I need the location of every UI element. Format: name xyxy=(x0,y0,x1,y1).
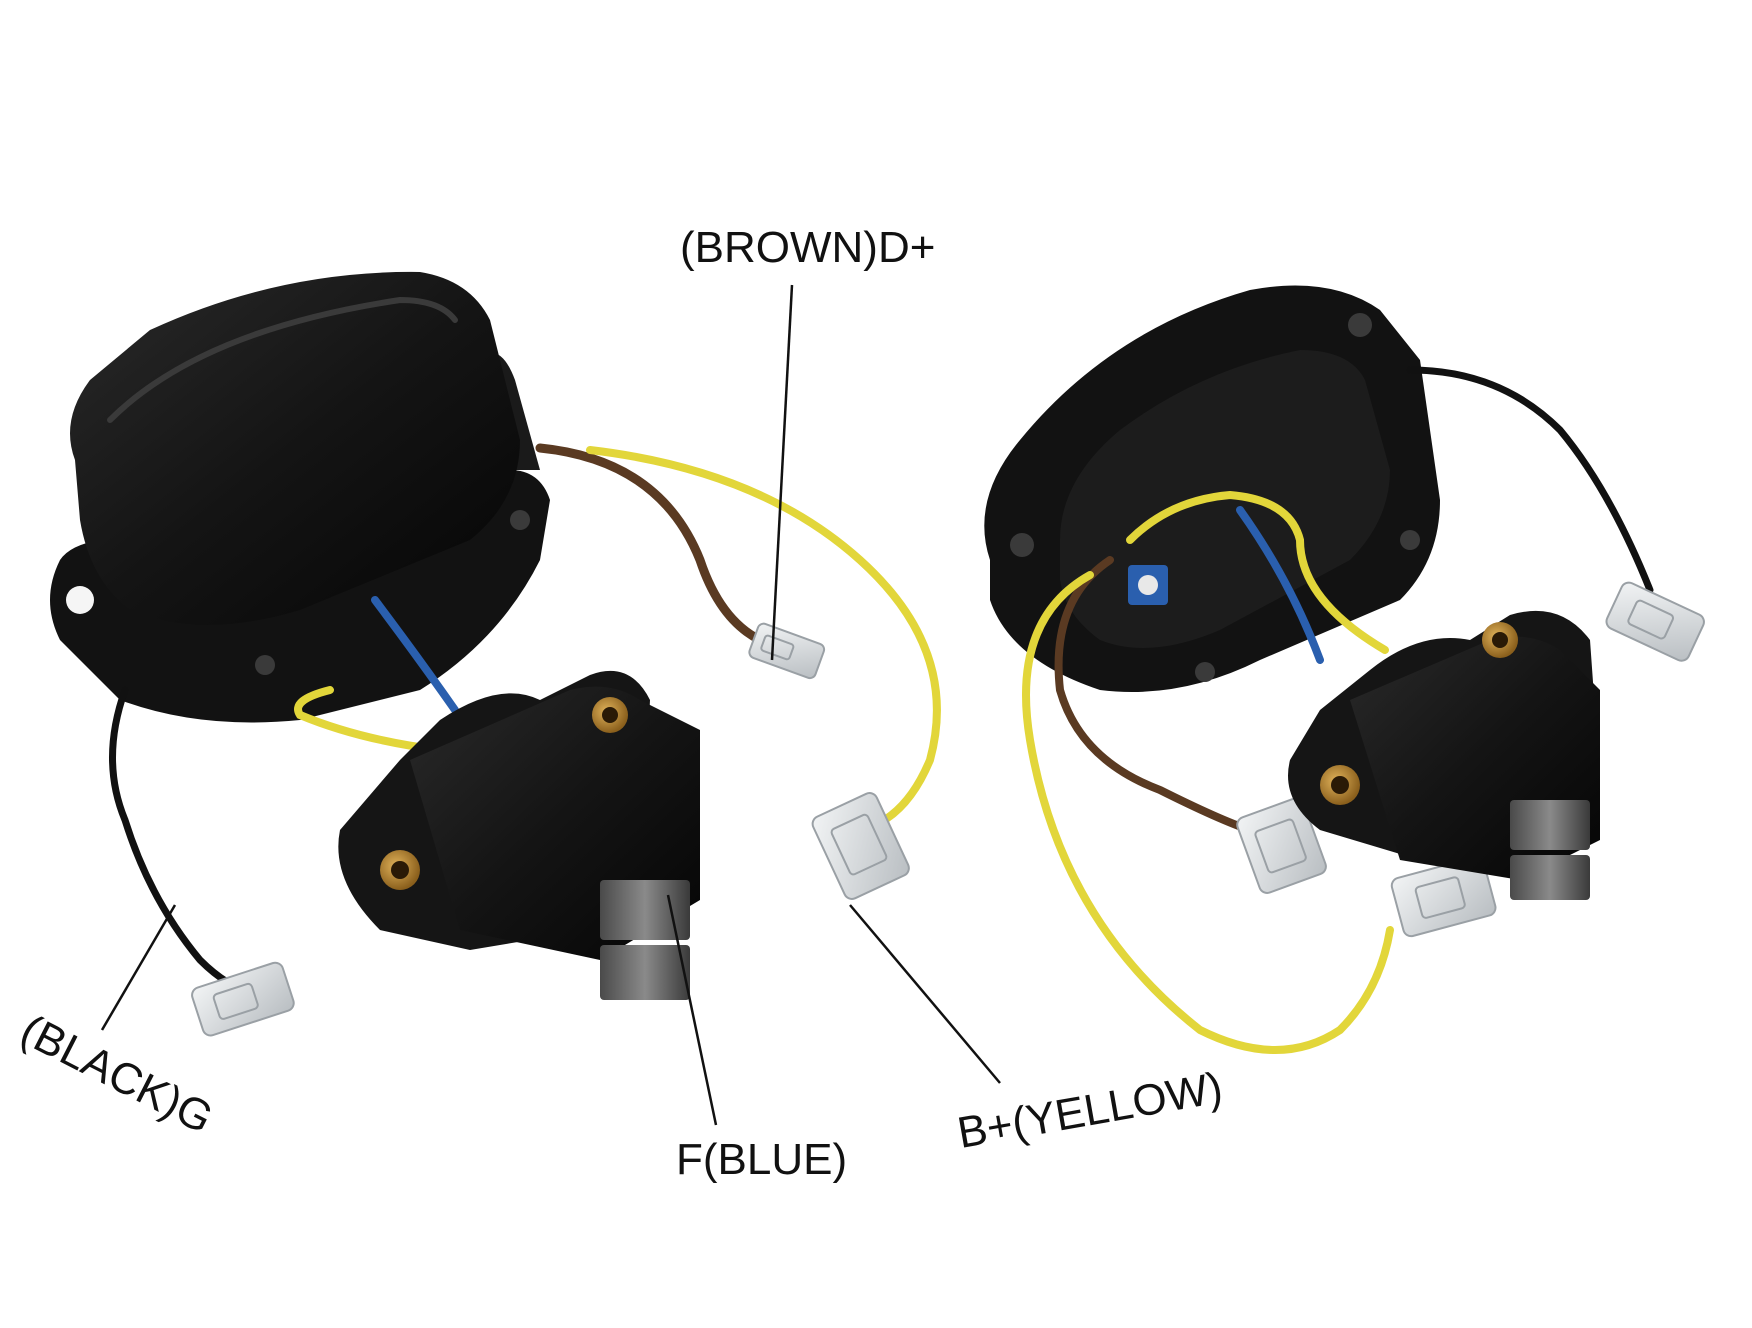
left-wire-blue xyxy=(371,596,459,714)
left-flange-hole xyxy=(510,510,530,530)
left-wire-yellow-lower xyxy=(294,686,444,754)
left-flange-hole xyxy=(66,586,94,614)
right-wire-yellow-inner xyxy=(1126,490,1389,654)
left-wire-brown xyxy=(535,443,765,645)
left-wire-yellow-top xyxy=(586,446,941,834)
label-field-blue: F(BLUE) xyxy=(676,1135,848,1184)
leader-lines xyxy=(100,284,1001,1126)
right-regulator xyxy=(984,285,1705,1054)
right-bushing-bore xyxy=(1331,776,1349,794)
left-housing-cover xyxy=(70,271,520,625)
right-wire-black xyxy=(1406,366,1654,594)
right-carbon-brush xyxy=(1510,800,1590,850)
label-d-plus-brown: (BROWN)D+ xyxy=(680,223,936,272)
left-regulator xyxy=(50,271,941,1037)
left-bushing-bore xyxy=(602,707,618,723)
right-wire-blue xyxy=(1236,506,1324,664)
right-brush-holder xyxy=(1288,610,1600,900)
leader-line-d-plus xyxy=(770,284,794,661)
left-carbon-brush xyxy=(600,880,690,940)
left-terminal-yellow xyxy=(811,792,910,900)
right-case-hole xyxy=(1400,530,1420,550)
right-wire-yellow-outer xyxy=(1022,571,1394,1054)
right-terminal-brown xyxy=(1236,797,1327,894)
left-cover-highlight xyxy=(107,296,458,423)
right-terminal-yellow xyxy=(1390,856,1497,938)
leader-line-ground xyxy=(100,904,177,1031)
left-terminal-black xyxy=(191,961,295,1037)
left-carbon-brush xyxy=(600,945,690,1000)
left-flange-hole xyxy=(255,655,275,675)
right-wire-brown xyxy=(1054,556,1254,834)
right-case-hole xyxy=(1195,662,1215,682)
left-wire-black xyxy=(109,686,264,999)
left-bushing-bore xyxy=(391,861,409,879)
right-terminal-black xyxy=(1605,581,1705,662)
left-terminal-brown xyxy=(748,622,826,680)
right-pot-screw xyxy=(1138,575,1158,595)
right-case-hole xyxy=(1348,313,1372,337)
right-case-hole xyxy=(1010,533,1034,557)
leader-line-b-plus xyxy=(849,904,1001,1084)
right-bushing-bore xyxy=(1492,632,1508,648)
left-brush-holder xyxy=(338,670,700,1000)
right-carbon-brush xyxy=(1510,855,1590,900)
leader-line-field xyxy=(666,894,718,1126)
